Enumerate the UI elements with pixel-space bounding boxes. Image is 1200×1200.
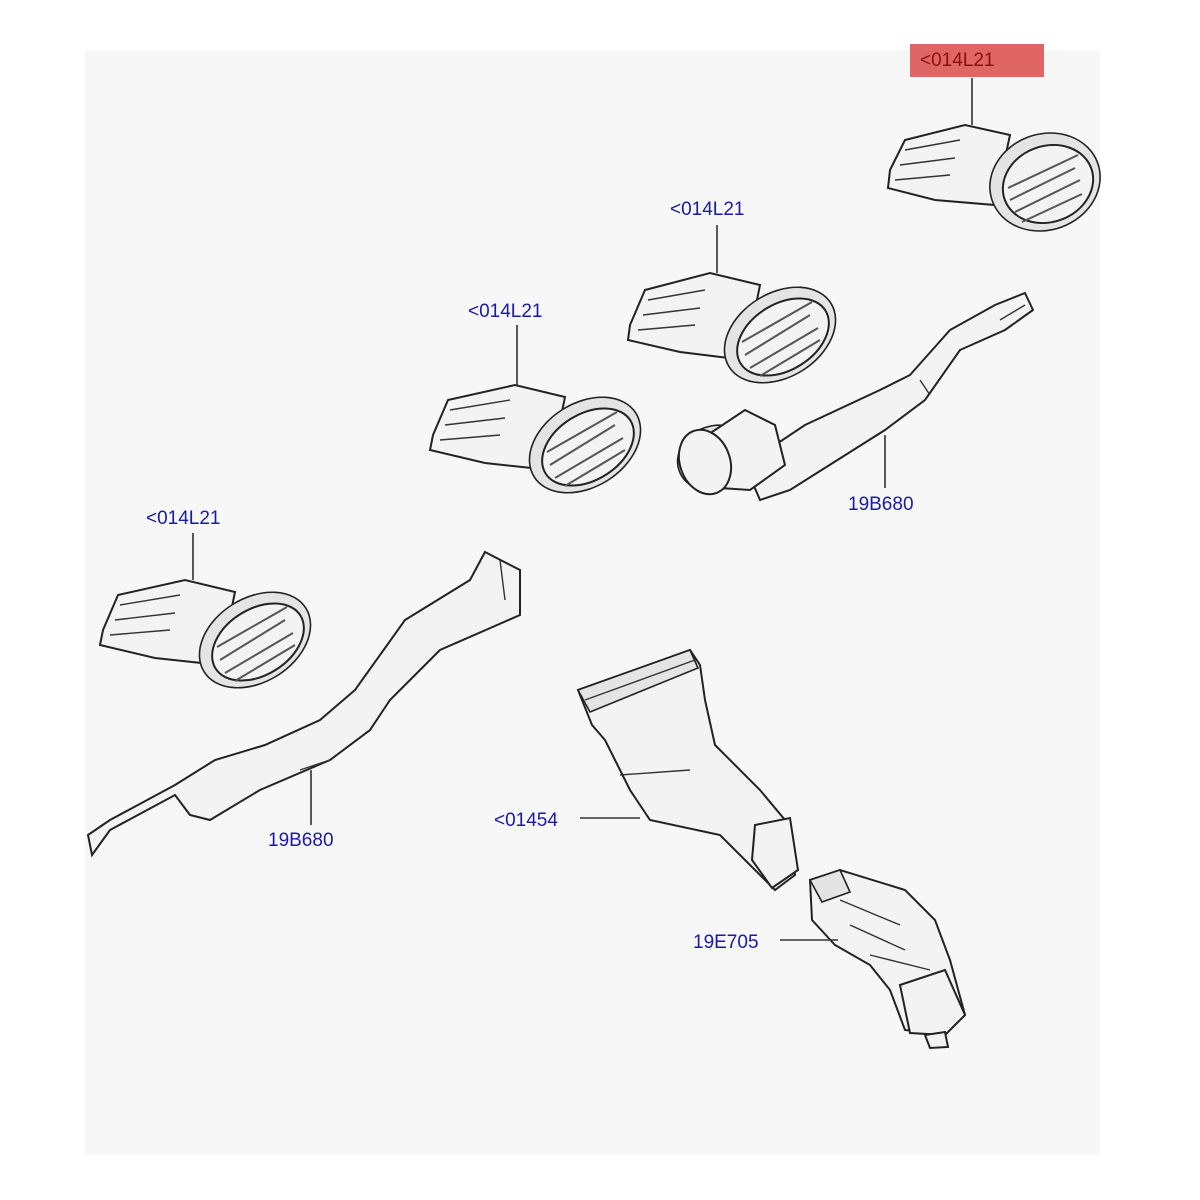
- callout-label-vent-center-lower[interactable]: <014L21: [468, 301, 543, 322]
- air-vent-center-upper: [626, 271, 837, 384]
- air-vent-top-right: [886, 123, 1101, 232]
- air-duct-right: [676, 291, 1035, 502]
- callout-label-vent-left[interactable]: <014L21: [146, 508, 221, 529]
- air-duct-center: [576, 648, 800, 892]
- callout-label-hose-bottom[interactable]: 19E705: [693, 932, 759, 953]
- callout-label-duct-right[interactable]: 19B680: [848, 494, 914, 515]
- callout-label-duct-left[interactable]: 19B680: [268, 830, 334, 851]
- air-duct-left: [86, 550, 521, 858]
- callout-label-vent-top-right[interactable]: <014L21: [920, 50, 995, 71]
- air-vent-center-lower: [428, 383, 642, 494]
- callout-label-vent-center-upper[interactable]: <014L21: [670, 199, 745, 220]
- callout-label-duct-center[interactable]: <01454: [494, 810, 558, 831]
- air-hose-bottom: [808, 868, 967, 1050]
- air-vent-left: [98, 578, 312, 689]
- highlight-box: [910, 44, 1044, 77]
